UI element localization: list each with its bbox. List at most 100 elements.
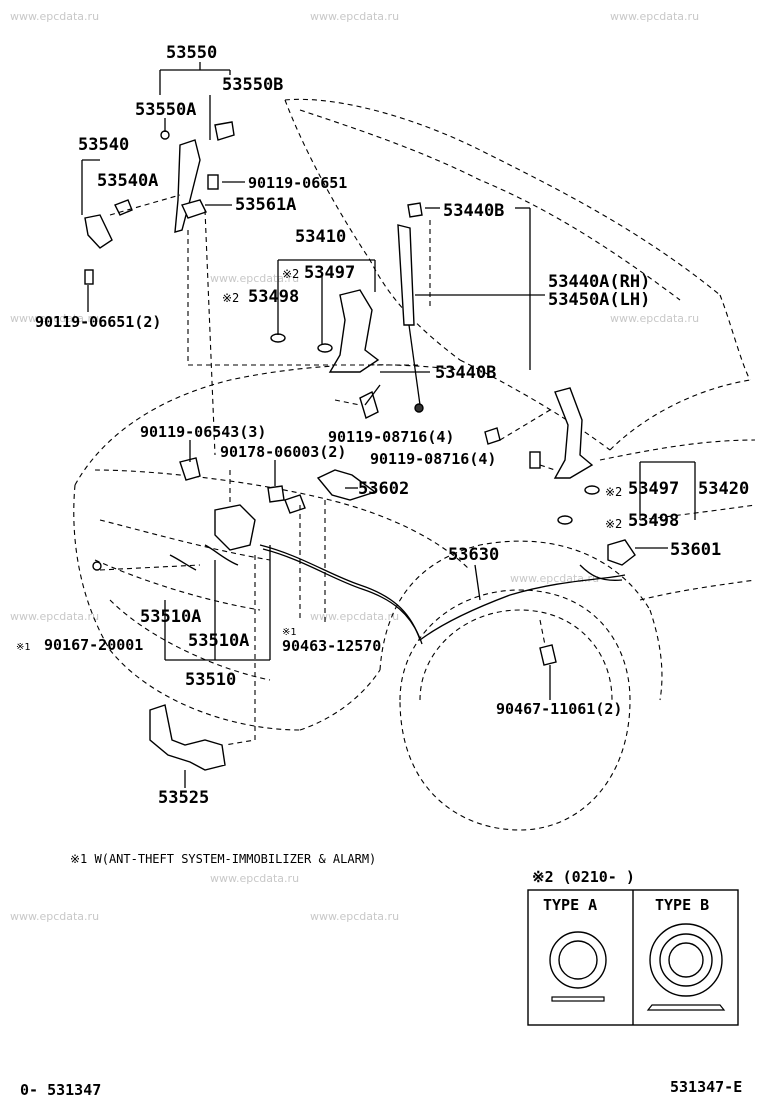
legend-type-a: TYPE A — [543, 896, 597, 914]
part-label: 53540A — [97, 171, 158, 191]
leader-lines — [81, 62, 696, 788]
watermark-text: www.epcdata.ru — [610, 312, 699, 325]
hood-support-rod — [359, 202, 424, 419]
release-cable — [259, 539, 636, 666]
spring-icon — [204, 544, 239, 566]
part-label: 53550A — [135, 100, 196, 120]
hood-lock — [92, 457, 377, 571]
washer-type-legend: ※2 (0210- ) TYPE A TYPE B — [527, 868, 739, 1026]
part-label: 90467-11061(2) — [496, 700, 622, 718]
part-label: 53440A(RH) — [548, 272, 650, 292]
part-label: 53602 — [358, 479, 409, 499]
release-lever-icon — [316, 469, 377, 501]
clip-icon — [539, 644, 557, 666]
watermark-text: www.epcdata.ru — [310, 10, 399, 23]
part-label: 53410 — [295, 227, 346, 247]
bolt-icon — [484, 427, 501, 445]
hood-hinge-left — [270, 289, 380, 373]
watermark-text: www.epcdata.ru — [210, 872, 299, 885]
part-labels: 53550 53550B 53550A 53540 53540A 90119-0… — [16, 43, 749, 808]
washer-icon — [270, 333, 286, 343]
diagram-code-right: 531347-E — [670, 1078, 742, 1096]
part-label: 53550B — [222, 75, 283, 95]
hood-lock-bracket-lower — [149, 704, 226, 771]
bolt-icon — [207, 174, 219, 190]
bolt-icon — [179, 457, 201, 481]
note-mark: ※2 — [605, 485, 622, 499]
watermark-text: www.epcdata.ru — [310, 610, 399, 623]
washer-icon — [317, 343, 333, 353]
part-label: 90119-08716(4) — [370, 450, 496, 468]
part-label: 53440B — [435, 363, 496, 383]
note-mark: ※1 — [282, 627, 296, 638]
watermark-text: www.epcdata.ru — [10, 610, 99, 623]
note-mark: ※1 — [16, 642, 30, 653]
washer-section-icon — [646, 1004, 726, 1011]
vehicle-outline — [73, 98, 756, 831]
note-mark: ※2 — [605, 517, 622, 531]
bracket-icon — [359, 391, 379, 419]
spring-icon — [169, 554, 197, 571]
part-label: 90119-06543(3) — [140, 423, 266, 441]
bolt-icon — [160, 130, 170, 140]
part-label: 90119-08716(4) — [328, 428, 454, 446]
part-label: 53498 — [628, 511, 679, 531]
watermark-text: www.epcdata.ru — [610, 10, 699, 23]
note-mark: ※2 — [282, 267, 299, 281]
part-label: 53497 — [304, 263, 355, 283]
diagram-code-left: 0- 531347 — [20, 1081, 101, 1099]
part-label: 53510A — [140, 607, 201, 627]
connection-lines — [99, 194, 556, 746]
watermarks: www.epcdata.ru www.epcdata.ru www.epcdat… — [10, 10, 699, 923]
part-label: 53550 — [166, 43, 217, 63]
clip-icon — [214, 121, 235, 141]
bracket-icon — [149, 704, 226, 771]
part-label: 53601 — [670, 540, 721, 560]
watermark-text: www.epcdata.ru — [310, 910, 399, 923]
hood-stay-cylinder — [397, 224, 415, 326]
hood-hinge-right — [484, 387, 600, 525]
ball-joint-icon — [414, 403, 424, 413]
part-label: 53450A(LH) — [548, 290, 650, 310]
hood-lock-support — [84, 121, 235, 285]
watermark-text: www.epcdata.ru — [510, 572, 599, 585]
bracket-icon — [84, 214, 113, 249]
note-mark: ※2 — [222, 291, 239, 305]
watermark-text: www.epcdata.ru — [10, 10, 99, 23]
part-label: 53420 — [698, 479, 749, 499]
part-label: 53497 — [628, 479, 679, 499]
washer-icon — [584, 485, 600, 495]
part-label: 90463-12570 — [282, 637, 381, 655]
hood-lock-icon — [214, 504, 256, 551]
release-handle-icon — [607, 539, 636, 566]
part-label: 53561A — [235, 195, 296, 215]
washer-icon — [557, 515, 573, 525]
hinge-bracket-icon — [181, 199, 207, 219]
part-label: 53510A — [188, 631, 249, 651]
part-label: 90119-06651(2) — [35, 313, 161, 331]
part-label: 53440B — [443, 201, 504, 221]
watermark-text: www.epcdata.ru — [210, 272, 299, 285]
legend-title: ※2 (0210- ) — [532, 868, 635, 886]
part-label: 90167-20001 — [44, 636, 143, 654]
hinge-icon — [328, 289, 380, 373]
part-label: 90119-06651 — [248, 174, 347, 192]
clip-icon — [267, 485, 285, 503]
hinge-icon — [553, 387, 594, 479]
clip-icon — [114, 199, 133, 216]
clip-icon — [284, 494, 306, 514]
washer-hole-icon — [668, 942, 704, 978]
bolt-icon — [92, 561, 102, 571]
bolt-icon — [529, 451, 541, 469]
footnote: ※1 W(ANT-THEFT SYSTEM-IMMOBILIZER & ALAR… — [70, 852, 376, 866]
bolt-icon — [84, 269, 94, 285]
part-label: 53540 — [78, 135, 129, 155]
legend-type-b: TYPE B — [655, 896, 709, 914]
clip-icon — [407, 202, 423, 218]
washer-section-icon — [551, 996, 605, 1002]
washer-hole-icon — [558, 940, 598, 980]
part-label: 90178-06003(2) — [220, 443, 346, 461]
part-label: 53498 — [248, 287, 299, 307]
watermark-text: www.epcdata.ru — [10, 312, 99, 325]
